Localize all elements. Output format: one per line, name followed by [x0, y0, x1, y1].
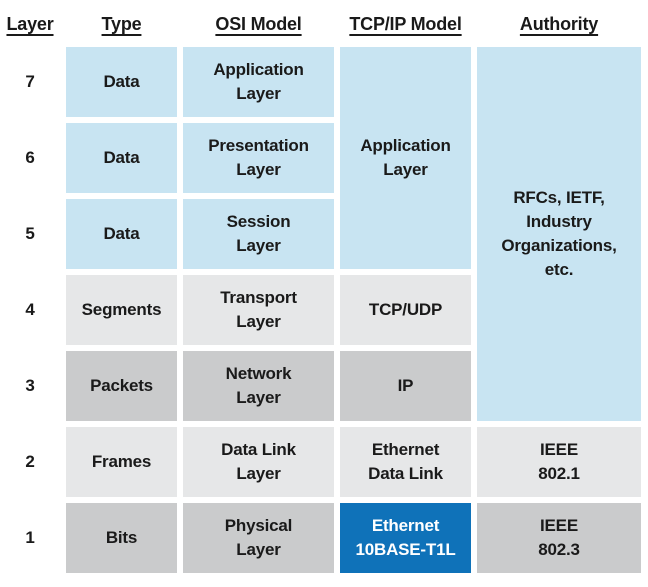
- authority-ieee-8023-cell: IEEE 802.3: [477, 503, 641, 573]
- layer-number-7: 7: [25, 72, 35, 92]
- type-cell-frames: Frames: [66, 427, 177, 497]
- column-header-layer: Layer: [0, 7, 60, 41]
- column-header-layer-label: Layer: [6, 13, 54, 34]
- column-header-tcpip-model-label: TCP/IP Model: [349, 13, 462, 34]
- column-header-type: Type: [66, 7, 177, 41]
- type-cell-bits: Bits: [66, 503, 177, 573]
- layer-number-6: 6: [25, 148, 35, 168]
- authority-ieee-8021-cell: IEEE 802.1: [477, 427, 641, 497]
- network-model-comparison-table: Layer Type OSI Model TCP/IP Model Author…: [0, 7, 641, 573]
- tcpip-ip-cell: IP: [340, 351, 471, 421]
- layer-number-5: 5: [25, 224, 35, 244]
- tcpip-application-layer-cell: Application Layer: [340, 47, 471, 269]
- osi-network-layer-cell: Network Layer: [183, 351, 334, 421]
- osi-physical-layer-cell: Physical Layer: [183, 503, 334, 573]
- authority-rfcs-ietf-cell: RFCs, IETF, Industry Organizations, etc.: [477, 47, 641, 421]
- tcpip-ethernet-data-link-cell: Ethernet Data Link: [340, 427, 471, 497]
- tcpip-tcp-udp-cell: TCP/UDP: [340, 275, 471, 345]
- layer-number-1: 1: [25, 528, 35, 548]
- layer-number-4: 4: [25, 300, 35, 320]
- column-header-osi-model-label: OSI Model: [215, 13, 302, 34]
- column-header-osi-model: OSI Model: [183, 7, 334, 41]
- osi-presentation-layer-cell: Presentation Layer: [183, 123, 334, 193]
- column-header-authority-label: Authority: [519, 13, 599, 34]
- type-cell-packets: Packets: [66, 351, 177, 421]
- layer-number-3: 3: [25, 376, 35, 396]
- osi-session-layer-cell: Session Layer: [183, 199, 334, 269]
- tcpip-ethernet-10base-t1l-highlight-cell: Ethernet 10BASE-T1L: [340, 503, 471, 573]
- osi-data-link-layer-cell: Data Link Layer: [183, 427, 334, 497]
- osi-transport-layer-cell: Transport Layer: [183, 275, 334, 345]
- column-header-type-label: Type: [101, 13, 142, 34]
- column-header-authority: Authority: [477, 7, 641, 41]
- type-cell-data-l6: Data: [66, 123, 177, 193]
- column-header-tcpip-model: TCP/IP Model: [340, 7, 471, 41]
- type-cell-data-l7: Data: [66, 47, 177, 117]
- layer-number-2: 2: [25, 452, 35, 472]
- type-cell-data-l5: Data: [66, 199, 177, 269]
- type-cell-segments: Segments: [66, 275, 177, 345]
- osi-application-layer-cell: Application Layer: [183, 47, 334, 117]
